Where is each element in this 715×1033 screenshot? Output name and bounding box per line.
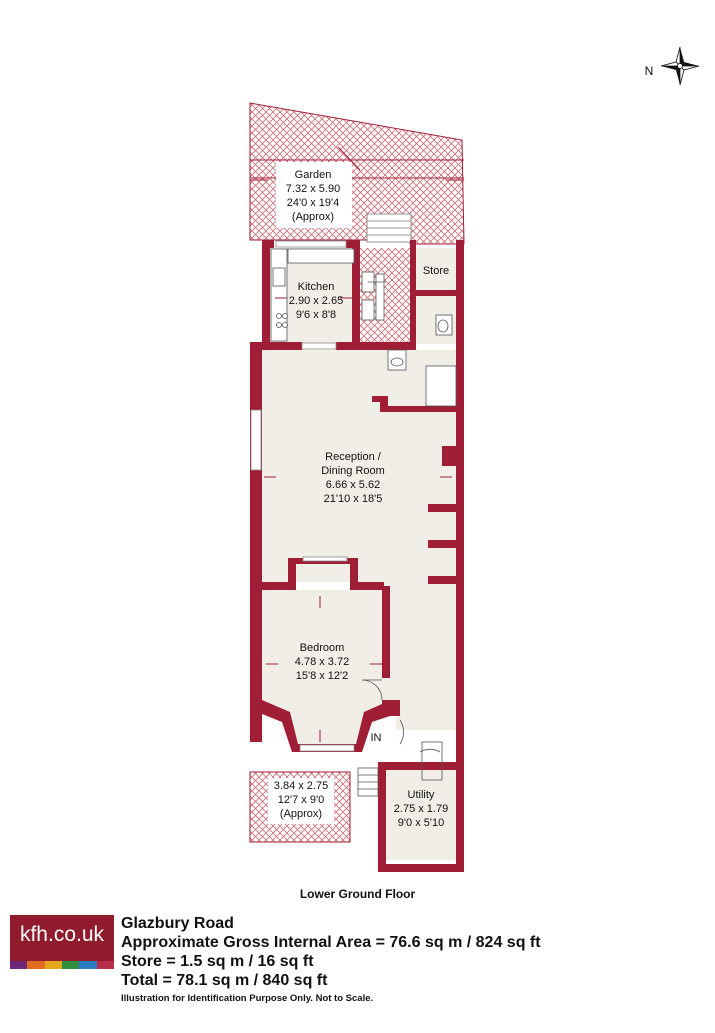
property-title: Glazbury Road	[121, 915, 234, 932]
kfh-logo[interactable]: kfh.co.uk	[10, 915, 114, 969]
logo-stripe	[10, 961, 28, 969]
floor-label: Lower Ground Floor	[299, 887, 416, 901]
front-area-note: (Approx)	[280, 808, 322, 820]
reception-name-line1: Reception /	[325, 451, 382, 463]
garden-imperial: 24'0 x 19'4	[287, 197, 340, 209]
room-labels: Garden 7.32 x 5.90 24'0 x 19'4 (Approx) …	[274, 169, 449, 829]
front-area-label: 3.84 x 2.75 12'7 x 9'0 (Approx)	[274, 780, 328, 820]
logo-stripes	[10, 961, 114, 969]
kitchen-metric: 2.90 x 2.65	[289, 295, 343, 307]
dimension-markers	[250, 179, 464, 742]
kitchen-units	[270, 248, 355, 342]
reception-imperial: 21'10 x 18'5	[324, 493, 383, 505]
front-steps	[357, 767, 379, 797]
logo-text: kfh.co.uk	[19, 923, 105, 946]
logo-stripe	[27, 961, 45, 969]
kitchen-label: Kitchen 2.90 x 2.65 9'6 x 8'8	[289, 281, 343, 321]
bedroom-label: Bedroom 4.78 x 3.72 15'8 x 12'2	[295, 642, 349, 682]
bathroom-fixtures	[387, 314, 457, 407]
garden-area	[249, 102, 465, 245]
utility-metric: 2.75 x 1.79	[394, 803, 448, 815]
front-area-imperial: 12'7 x 9'0	[278, 794, 324, 806]
logo-stripe	[79, 961, 97, 969]
garden-steps	[366, 213, 412, 243]
utility-label: Utility 2.75 x 1.79 9'0 x 5'10	[394, 789, 448, 829]
reception-name-line2: Dining Room	[321, 465, 385, 477]
property-info: Glazbury Road Approximate Gross Internal…	[121, 914, 706, 1004]
disclaimer: Illustration for Identification Purpose …	[121, 993, 374, 1004]
bedroom-name: Bedroom	[300, 642, 345, 654]
logo-stripe	[61, 961, 80, 969]
entrance-label: IN	[371, 732, 382, 744]
bedroom-imperial: 15'8 x 12'2	[296, 670, 349, 682]
bedroom-metric: 4.78 x 3.72	[295, 656, 349, 668]
kitchen-name: Kitchen	[298, 281, 335, 293]
utility-imperial: 9'0 x 5'10	[398, 817, 444, 829]
reception-metric: 6.66 x 5.62	[326, 479, 380, 491]
front-area	[249, 771, 351, 843]
compass-north-label: N	[645, 64, 654, 78]
fixtures	[270, 248, 457, 797]
garden-label: Garden 7.32 x 5.90 24'0 x 19'4 (Approx)	[286, 169, 340, 223]
gross-area: Approximate Gross Internal Area = 76.6 s…	[121, 934, 541, 951]
front-area-metric: 3.84 x 2.75	[274, 780, 328, 792]
logo-stripe	[44, 961, 62, 969]
garden-metric: 7.32 x 5.90	[286, 183, 340, 195]
store-name: Store	[423, 265, 449, 277]
store-area: Store = 1.5 sq m / 16 sq ft	[121, 953, 314, 970]
total-area: Total = 78.1 sq m / 840 sq ft	[121, 972, 328, 989]
compass-rose-icon	[660, 46, 700, 86]
garden-name: Garden	[295, 169, 332, 181]
logo-stripe	[96, 961, 114, 969]
garden-note: (Approx)	[292, 211, 334, 223]
utility-name: Utility	[408, 789, 435, 801]
compass: N	[645, 46, 700, 86]
door-swings	[361, 281, 443, 781]
reception-label: Reception / Dining Room 6.66 x 5.62 21'1…	[321, 451, 385, 505]
kitchen-imperial: 9'6 x 8'8	[296, 309, 336, 321]
windows	[250, 240, 355, 752]
